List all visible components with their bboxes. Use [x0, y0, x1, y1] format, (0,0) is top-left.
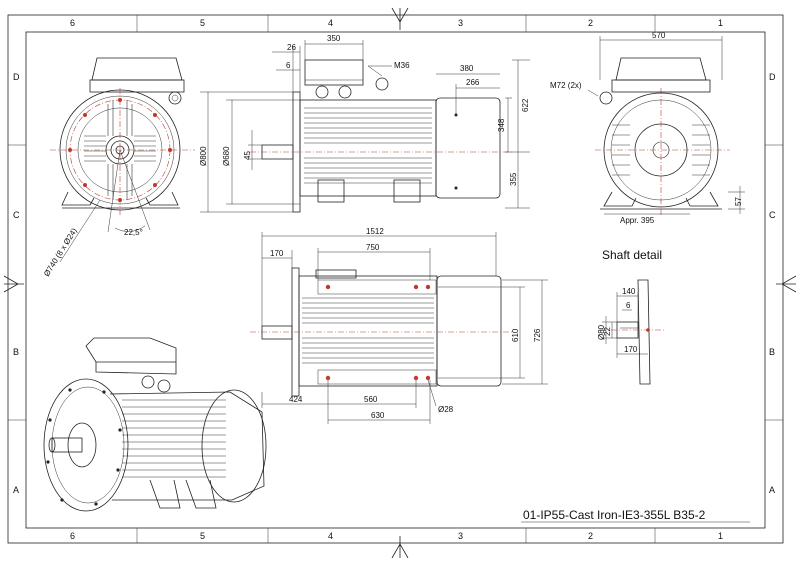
isometric-view [43, 337, 267, 512]
zone-bottom-1: 1 [718, 531, 723, 541]
zone-top-4: 4 [328, 18, 333, 28]
zone-left-b: B [13, 347, 19, 357]
dim-side-348: 348 [497, 118, 506, 132]
zone-bottom-5: 5 [200, 531, 205, 541]
zone-bottom-2: 2 [588, 531, 593, 541]
dim-front-angle: 22,5° [124, 228, 143, 237]
dim-side-m36: M36 [394, 61, 410, 70]
dim-side-380: 380 [460, 64, 474, 73]
shaft-detail [600, 279, 665, 385]
dim-top-1512: 1512 [366, 227, 384, 236]
zone-left-a: A [13, 485, 19, 495]
dim-side-350: 350 [327, 34, 341, 43]
zone-top-5: 5 [200, 18, 205, 28]
dim-top-170: 170 [270, 249, 284, 258]
zone-right-c: C [769, 210, 776, 220]
zone-left-d: D [13, 72, 20, 82]
zone-right-a: A [769, 485, 775, 495]
dim-side-6: 6 [286, 61, 291, 70]
dim-shaft-6: 6 [626, 301, 631, 310]
dim-shaft-140: 140 [622, 287, 636, 296]
zone-right-d: D [769, 72, 776, 82]
zone-top-3: 3 [458, 18, 463, 28]
dim-top-560: 560 [364, 395, 378, 404]
dim-rear-m72: M72 (2x) [550, 81, 582, 90]
dim-shaft-170: 170 [624, 345, 638, 354]
side-view [200, 40, 530, 213]
dim-shaft-22: 22 [603, 327, 612, 336]
top-view [250, 232, 548, 424]
zone-bottom-3: 3 [458, 531, 463, 541]
dim-side-266: 266 [466, 78, 480, 87]
dim-top-610: 610 [511, 328, 520, 342]
dim-side-622: 622 [521, 98, 530, 112]
dim-top-726: 726 [533, 328, 542, 342]
zone-top-6: 6 [70, 18, 75, 28]
front-view [50, 57, 195, 263]
dim-top-750: 750 [366, 243, 380, 252]
drawing-title: 01-IP55-Cast Iron-IE3-355L B35-2 [523, 508, 706, 522]
zone-left-c: C [13, 210, 20, 220]
dim-rear-57: 57 [734, 197, 743, 206]
rear-view [587, 36, 745, 215]
zone-right-b: B [769, 347, 775, 357]
dim-rear-appr: Appr. 395 [620, 216, 655, 225]
dim-top-630: 630 [371, 411, 385, 420]
zone-bottom-4: 4 [328, 531, 333, 541]
shaft-detail-title: Shaft detail [602, 248, 662, 262]
dim-side-355: 355 [509, 172, 518, 186]
dim-top-28: Ø28 [438, 405, 454, 414]
dim-rear-570: 570 [652, 31, 666, 40]
dim-side-680: Ø680 [222, 146, 231, 166]
dim-side-26: 26 [287, 43, 296, 52]
dim-side-45: 45 [243, 151, 252, 160]
dim-side-800: Ø800 [199, 146, 208, 166]
zone-bottom-6: 6 [70, 531, 75, 541]
zone-top-2: 2 [588, 18, 593, 28]
dim-front-pcd: Ø740 (8 x Ø24) [42, 226, 79, 278]
frame [3, 7, 797, 559]
dim-top-424: 424 [289, 395, 303, 404]
zone-top-1: 1 [718, 18, 723, 28]
dim-shaft-80: Ø80 [597, 324, 606, 340]
